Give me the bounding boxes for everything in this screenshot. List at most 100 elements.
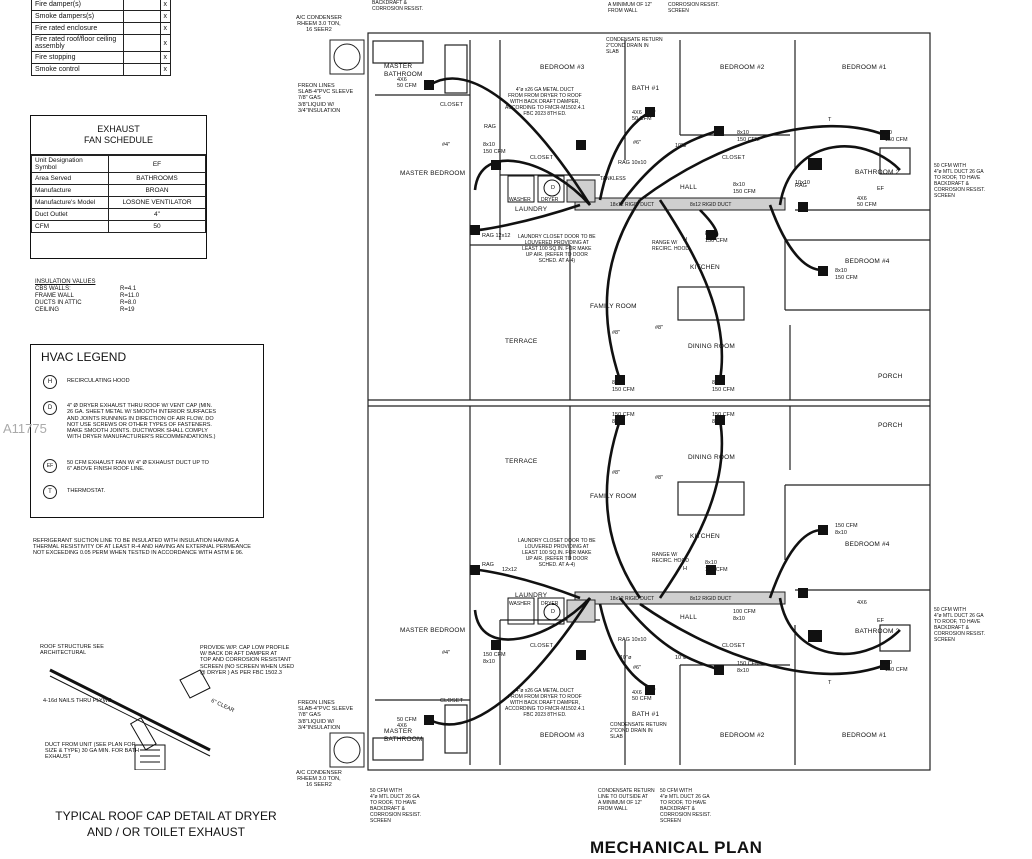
cfm-label: 150 CFM bbox=[737, 661, 760, 667]
insulation-label: CEILING bbox=[35, 307, 60, 313]
rigid-duct-8x12-label: 8x12 RIGID DUCT bbox=[690, 596, 732, 602]
duct-size-label: #4" bbox=[442, 650, 451, 656]
top-min-note: A MINIMUM OF 12" FROM WALL bbox=[608, 2, 653, 14]
grille-size-label: 8x10 bbox=[835, 268, 847, 274]
cfm-label: 50 CFM bbox=[857, 202, 877, 208]
room-master-bedroom: MASTER BEDROOM bbox=[400, 627, 466, 634]
rag-label: RAG 12x12 bbox=[482, 233, 511, 239]
rag-label: RAG 10x10 bbox=[618, 160, 647, 166]
schedule-row-value: 50 bbox=[108, 220, 206, 233]
roof-cap-detail-drawing bbox=[49, 668, 211, 770]
watermark: A11775 bbox=[3, 421, 47, 436]
room-master-bathroom: MASTER BATHROOM bbox=[384, 728, 423, 743]
h-label: H bbox=[683, 566, 687, 572]
room-dining-room: DINING ROOM bbox=[688, 454, 735, 461]
grille-size-label: 8x10 bbox=[880, 130, 892, 136]
room-bedroom-4: BEDROOM #4 bbox=[845, 541, 890, 548]
legend-title: HVAC LEGEND bbox=[41, 350, 127, 364]
duct-from-unit-label: DUCT FROM UNIT (SEE PLAN FOR SIZE & TYPE… bbox=[45, 742, 139, 761]
room-hall: HALL bbox=[680, 184, 698, 191]
room-bedroom-1: BEDROOM #1 bbox=[842, 732, 887, 739]
schedule-subtitle: FAN SCHEDULE bbox=[83, 135, 154, 145]
legend-item-text: 50 CFM EXHAUST FAN W/ 4" Ø EXHAUST DUCT … bbox=[67, 460, 209, 473]
schedule-title: EXHAUST bbox=[97, 124, 140, 134]
room-kitchen: KITCHEN bbox=[690, 264, 720, 271]
grille-size-label: 8x10 bbox=[612, 380, 624, 386]
ac-condenser-note: A/C CONDENSER RHEEM 3.0 TON, 16 SEER2 bbox=[296, 770, 342, 789]
grille-size-label: 4X6 bbox=[857, 600, 867, 606]
roof-structure-label: ROOF STRUCTURE SEE ARCHITECTURAL bbox=[40, 644, 104, 657]
refrigerant-note: REFRIGERANT SUCTION LINE TO BE INSULATED… bbox=[33, 538, 251, 557]
cfm-label: 150 CFM bbox=[712, 387, 735, 393]
duct-size-label: #8" bbox=[612, 470, 621, 476]
room-bedroom-3: BEDROOM #3 bbox=[540, 732, 585, 739]
room-kitchen: KITCHEN bbox=[690, 533, 720, 540]
insulation-value: R=4.1 bbox=[120, 286, 137, 292]
room-bedroom-3: BEDROOM #3 bbox=[540, 64, 585, 71]
cfm-label: 150 CFM bbox=[835, 523, 858, 529]
grille-size-label: 12x12 bbox=[502, 567, 517, 573]
roof-detail-caption-line2: AND / OR TOILET EXHAUST bbox=[86, 825, 246, 839]
grille-size-label: 8x10 bbox=[612, 419, 624, 425]
top-corrosion-note: BACKDRAFT & CORROSION RESIST. bbox=[372, 0, 424, 12]
room-terrace: TERRACE bbox=[505, 338, 538, 345]
room-porch: PORCH bbox=[878, 373, 903, 380]
d-label: D bbox=[551, 185, 555, 191]
cfm-label: 150 CFM bbox=[885, 667, 908, 673]
rigid-duct-18x12-label: 18x12 RIGID DUCT bbox=[610, 202, 655, 208]
cfm-label: 150 CFM bbox=[712, 412, 735, 418]
room-terrace: TERRACE bbox=[505, 458, 538, 465]
duct-size-label: 10"ø bbox=[675, 655, 687, 661]
rigid-duct-18x12-label: 18x12 RIGID DUCT bbox=[610, 596, 655, 602]
room-bath-1: BATH #1 bbox=[632, 85, 660, 92]
grille-size-label: 4X6 bbox=[397, 77, 407, 83]
grille-size-label: 8x10 bbox=[835, 530, 847, 536]
rag-label: RAG bbox=[482, 562, 494, 568]
cfm-label: 150 CFM bbox=[612, 387, 635, 393]
grille-size-label: 8x10 bbox=[712, 380, 724, 386]
grille-size-label: 8x10 bbox=[733, 616, 745, 622]
rigid-duct-8x12-label: 8x12 RIGID DUCT bbox=[690, 202, 732, 208]
cfm-label: 150 CFM bbox=[737, 137, 760, 143]
cfm-label: 150 CFM bbox=[705, 567, 728, 573]
room-dining-room: DINING ROOM bbox=[688, 343, 735, 350]
cfm-label: 100 CFM bbox=[733, 609, 756, 615]
insulation-value: R=19 bbox=[120, 307, 135, 313]
top-corrosion-screen-note: CORROSION RESIST. SCREEN bbox=[668, 2, 720, 14]
grille-size-label: 8x10 bbox=[733, 182, 745, 188]
room-bedroom-2: BEDROOM #2 bbox=[720, 732, 765, 739]
schedule-row-label: CFM bbox=[31, 220, 109, 233]
insulation-label: DUCTS IN ATTIC bbox=[35, 300, 82, 306]
condensate-note: CONDENSATE RETURN 2"COND DRAIN IN SLAB bbox=[606, 37, 663, 55]
room-closet: CLOSET bbox=[440, 102, 464, 108]
grille-size-label: 4X6 bbox=[632, 110, 642, 116]
duct-size-label: #8" bbox=[612, 330, 621, 336]
room-laundry: LAUNDRY bbox=[515, 592, 548, 599]
ef-label: EF bbox=[877, 186, 885, 192]
rag-label: RAG bbox=[484, 124, 496, 130]
freon-lines-note: FREON LINES SLAB-4"PVC SLEEVE 7/8" GAS 3… bbox=[298, 700, 354, 731]
roof-detail-caption: TYPICAL ROOF CAP DETAIL AT DRYER AND / O… bbox=[32, 808, 300, 840]
d-label: D bbox=[551, 609, 555, 615]
thermostat-symbol-icon: T bbox=[43, 485, 57, 499]
duct-size-label: #4" bbox=[442, 142, 451, 148]
cfm-label: 150 CFM bbox=[483, 149, 506, 155]
ef-label: EF bbox=[877, 618, 885, 624]
room-porch: PORCH bbox=[878, 422, 903, 429]
cfm-label: 150 CFM bbox=[835, 275, 858, 281]
grille-size-label: 4X6 bbox=[857, 196, 867, 202]
duct-size-label: 10"ø bbox=[620, 655, 632, 661]
duct-size-label: #6" bbox=[633, 140, 642, 146]
condensate-return-note: CONDENSATE RETURN LINE TO OUTSIDE AT A M… bbox=[598, 788, 655, 812]
room-bath-1: BATH #1 bbox=[632, 711, 660, 718]
room-closet: CLOSET bbox=[530, 643, 554, 649]
room-bathroom-2: BATHROOM 2 bbox=[855, 628, 900, 635]
room-hall: HALL bbox=[680, 614, 698, 621]
roof-detail-caption-line1: TYPICAL ROOF CAP DETAIL AT DRYER bbox=[55, 809, 277, 823]
insulation-label: CBS WALLS: bbox=[35, 286, 71, 292]
cfm-label: 50 CFM bbox=[632, 696, 652, 702]
cfm-label: 150 CFM bbox=[733, 189, 756, 195]
grille-size-label: 4X6 bbox=[632, 690, 642, 696]
laundry-door-note: LAUNDRY CLOSET DOOR TO BE LOUVERED PROVI… bbox=[518, 234, 596, 264]
